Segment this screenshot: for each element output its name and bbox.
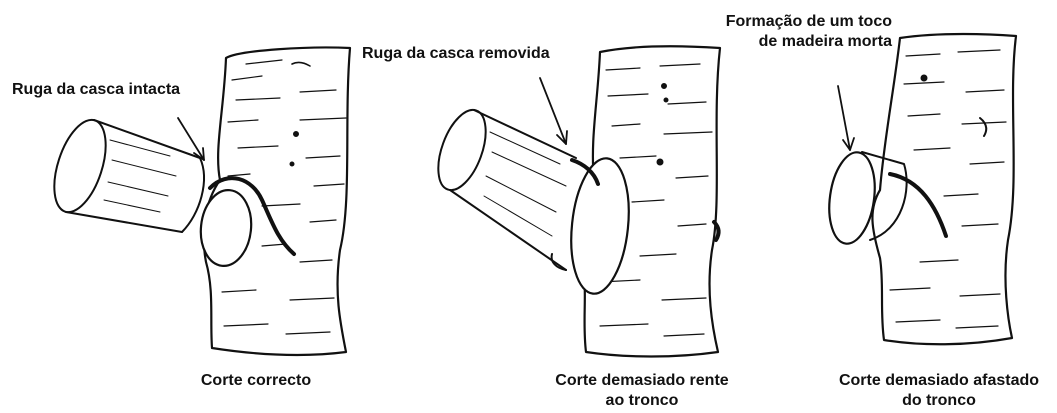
cut-face <box>565 155 635 296</box>
caption-correct-cut: Corte correcto <box>176 371 336 391</box>
label-text: Ruga da casca intacta <box>12 80 180 100</box>
caption-too-far-cut: Corte demasiado afastado do tronco <box>824 371 1054 411</box>
trunk-outline <box>872 34 1016 344</box>
arrow-intact <box>178 118 204 160</box>
label-dead-stub: Formação de um toco de madeira morta <box>716 12 892 52</box>
caption-line-1: Corte demasiado rente <box>536 371 748 391</box>
label-line-2: de madeira morta <box>716 32 892 52</box>
arrow-stub <box>838 86 854 150</box>
caption-line-2: ao tronco <box>536 391 748 411</box>
branch <box>429 104 576 270</box>
caption-line-1: Corte correcto <box>176 371 336 391</box>
arrow-removed <box>540 78 567 144</box>
label-text: Ruga da casca removida <box>362 44 550 64</box>
caption-line-1: Corte demasiado afastado <box>824 371 1054 391</box>
trunk-too-close-cut <box>429 46 720 356</box>
caption-line-2: do tronco <box>824 391 1054 411</box>
label-intact-collar: Ruga da casca intacta <box>12 80 180 100</box>
label-removed-collar: Ruga da casca removida <box>362 44 550 64</box>
removed-branch-piece <box>44 114 204 232</box>
trunk-too-far-cut <box>824 34 1016 344</box>
cut-face <box>824 149 880 246</box>
branch-collar <box>890 174 946 236</box>
label-line-1: Formação de um toco <box>716 12 892 32</box>
dead-wood-stub <box>824 149 907 246</box>
caption-too-close-cut: Corte demasiado rente ao tronco <box>536 371 748 411</box>
